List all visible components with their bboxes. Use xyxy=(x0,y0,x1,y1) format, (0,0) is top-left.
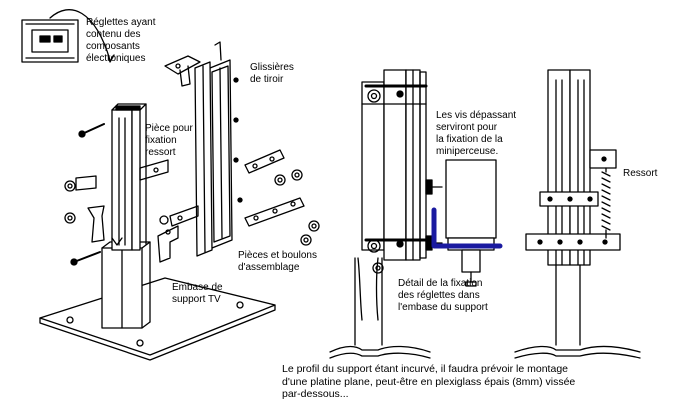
caption-text: Le profil du support étant incurvé, il f… xyxy=(282,363,576,400)
spring-view xyxy=(514,69,641,359)
reglette-icon xyxy=(21,19,79,63)
base-plate xyxy=(39,277,276,361)
detail-fixation-view xyxy=(329,69,497,359)
label-pieces-boulons: Pièces et boulons d'assemblage xyxy=(238,250,317,273)
slide-rails xyxy=(194,41,243,257)
column-bars xyxy=(111,103,147,251)
assembly-parts xyxy=(244,149,320,246)
label-detail-fixation: Détail de la fixation des réglettes dans… xyxy=(398,278,488,313)
label-embase: Embase de support TV xyxy=(172,282,223,305)
label-ressort: Ressort xyxy=(623,168,658,179)
label-vis-depassant: Les vis dépassant serviront pour la fixa… xyxy=(436,110,517,157)
label-glissieres: Glissières de tiroir xyxy=(250,62,294,85)
label-piece-fixation: Pièce pour fixation ressort xyxy=(145,123,193,158)
label-reglettes: Réglettes ayant contenu des composants é… xyxy=(86,17,156,64)
